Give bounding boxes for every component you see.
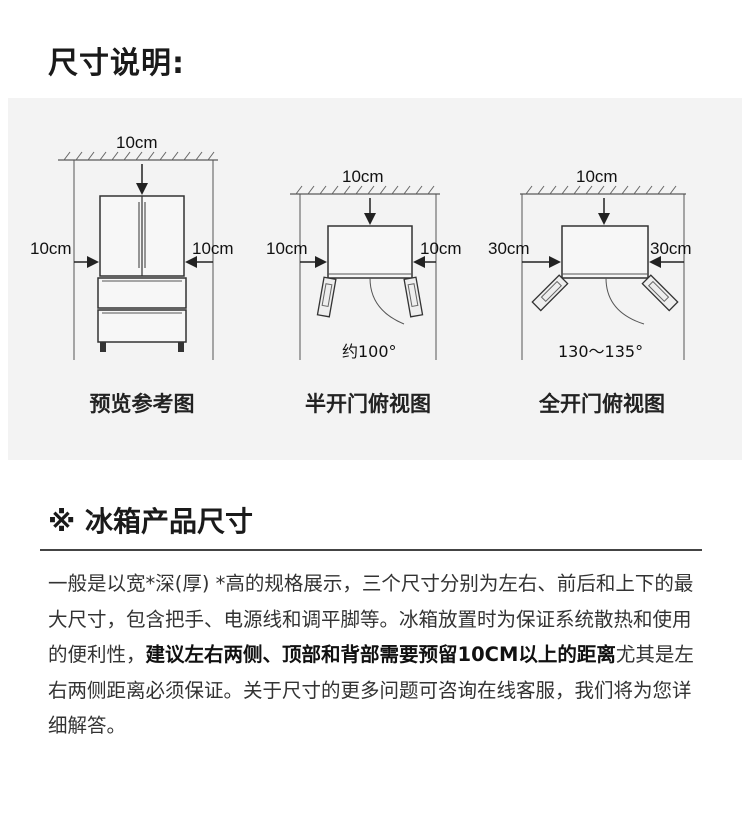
half-left-gap-label: 10cm	[266, 239, 308, 258]
description-bold-text: 建议左右两侧、顶部和背部需要预留10CM以上的距离	[145, 643, 616, 666]
half-right-gap-label: 10cm	[420, 239, 462, 258]
description-text-1: 一般是以宽*深(厚) *高的规格展示，三个尺寸分别为左右、前后和上下的最大尺寸，…	[48, 572, 694, 666]
half-open-angle-label: 约100°	[342, 342, 397, 361]
front-right-gap-label: 10cm	[192, 239, 234, 258]
half-open-top-view-diagram: 10cm 10cm 10cm 约100°	[266, 167, 462, 361]
full-top-gap-label: 10cm	[576, 167, 618, 186]
full-open-angle-label: 130～135°	[558, 342, 643, 361]
front-top-gap-label: 10cm	[116, 133, 158, 152]
full-right-gap-label: 30cm	[650, 239, 692, 258]
description-text-2: 尤其是左右两侧距离必须保证。关于尺寸的更多问题可咨询在线客服，我们将为您详细解答…	[48, 643, 694, 737]
front-left-gap-label: 10cm	[30, 239, 72, 258]
full-open-top-view-diagram: 10cm 30cm 30cm 130～135°	[488, 167, 692, 361]
half-open-caption: 半开门俯视图	[305, 392, 431, 416]
front-view-diagram: 10cm 10cm 10cm	[30, 133, 234, 360]
section-divider	[40, 549, 702, 551]
section-title: ※ 冰箱产品尺寸	[48, 505, 253, 538]
page-title: 尺寸说明:	[48, 46, 185, 81]
full-open-caption: 全开门俯视图	[539, 392, 665, 416]
front-view-caption: 预览参考图	[89, 392, 195, 416]
full-left-gap-label: 30cm	[488, 239, 530, 258]
half-top-gap-label: 10cm	[342, 167, 384, 186]
description-paragraph: 一般是以宽*深(厚) *高的规格展示，三个尺寸分别为左右、前后和上下的最大尺寸，…	[48, 566, 710, 744]
clearance-diagram-panel: 10cm 10cm 10cm	[8, 98, 742, 460]
clearance-diagram: 10cm 10cm 10cm	[30, 133, 692, 361]
